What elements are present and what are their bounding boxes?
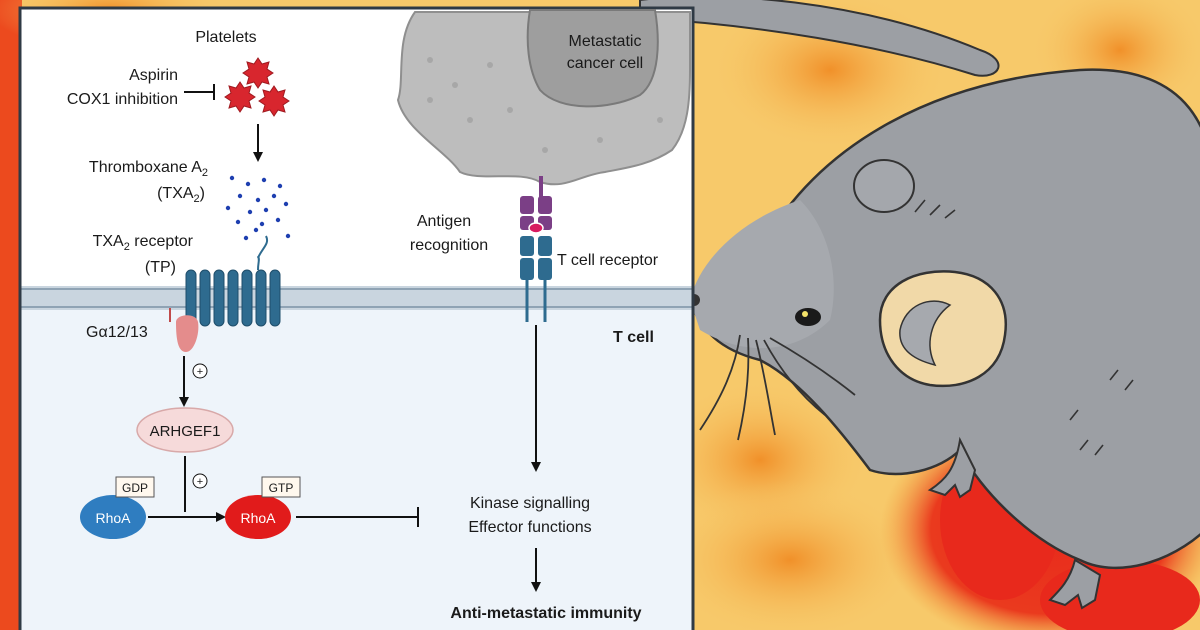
- svg-text:+: +: [197, 366, 203, 378]
- arhgef1-label: ARHGEF1: [150, 423, 221, 440]
- t-cell-label: T cell: [613, 329, 654, 346]
- t-cell-cytoplasm: [20, 310, 693, 630]
- t-cell-receptor-label: T cell receptor: [557, 252, 659, 269]
- metastatic-cancer-cell-icon: [396, 9, 691, 186]
- metastatic-cancer-cell-label-line1: Metastatic: [569, 33, 642, 50]
- inhibition-bar-aspirin: [184, 84, 215, 100]
- cell-membrane: [20, 286, 693, 310]
- rhoa-gdp-node: RhoA GDP: [80, 476, 155, 539]
- metastatic-cancer-cell-label-line2: cancer cell: [567, 55, 643, 72]
- aspirin-label: Aspirin: [129, 67, 178, 84]
- svg-text:+: +: [197, 476, 203, 488]
- txa2-receptor-label: TXA2 receptor: [93, 233, 194, 253]
- rhoa-gtp-label: RhoA: [240, 510, 276, 526]
- t-cell-receptor-icon: [520, 176, 552, 322]
- plus-sign-2: +: [192, 473, 208, 489]
- kinase-signalling-label: Kinase signalling: [470, 495, 590, 512]
- txa2-label: (TXA2): [157, 185, 205, 205]
- galpha-label: Gα12/13: [86, 324, 148, 341]
- antigen-recognition-label-line1: Antigen: [417, 213, 471, 230]
- antigen-recognition-label-line2: recognition: [410, 237, 488, 254]
- mouse-illustration: [639, 0, 1200, 610]
- bg-red-strip-left: [0, 0, 22, 630]
- rhoa-gdp-label: RhoA: [95, 510, 131, 526]
- gdp-label: GDP: [122, 481, 148, 495]
- effector-functions-label: Effector functions: [468, 519, 591, 536]
- galpha-protein-icon: [169, 308, 199, 352]
- rhoa-gtp-node: RhoA GTP: [225, 476, 301, 539]
- anti-metastatic-immunity-label: Anti-metastatic immunity: [450, 605, 641, 622]
- tp-label: (TP): [145, 259, 176, 276]
- arhgef1-node: ARHGEF1: [136, 407, 234, 453]
- gtp-label: GTP: [269, 481, 294, 495]
- gpcr-receptor-icon: [185, 235, 281, 327]
- plus-sign-1: +: [192, 363, 208, 379]
- thromboxane-label: Thromboxane A2: [89, 159, 208, 179]
- platelet-cluster-icon: [224, 57, 290, 117]
- platelets-label: Platelets: [195, 29, 256, 46]
- mhc-peptide-icon: [520, 196, 552, 234]
- txa2-dots-icon: [225, 175, 291, 241]
- inhibition-bar-rhoa: [296, 507, 419, 527]
- cox1-inhibition-label: COX1 inhibition: [67, 91, 178, 108]
